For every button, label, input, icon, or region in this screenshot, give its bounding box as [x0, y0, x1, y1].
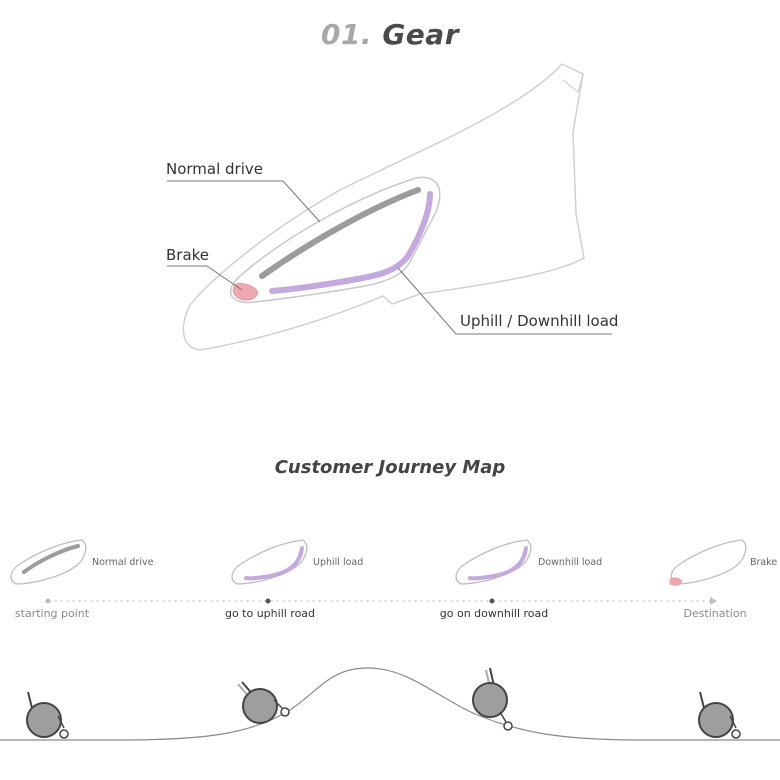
journey-map-title: Customer Journey Map: [274, 457, 506, 478]
state-label-uphill: Uphill load: [313, 557, 364, 568]
normal-drive-label: Normal drive: [166, 160, 264, 178]
timeline-dot-downhill: [489, 598, 495, 604]
road-profile: [0, 667, 780, 741]
normal-drive-leader: [167, 180, 321, 223]
brake-leader: [167, 265, 243, 291]
brake-label: Brake: [166, 246, 210, 264]
state-label-downhill: Downhill load: [538, 557, 603, 568]
stage-label-start: starting point: [14, 607, 90, 620]
wheelchair-icon-downhill: [472, 667, 513, 731]
uphill-downhill-leader: [397, 267, 612, 335]
handle-shell-inner-edge: [562, 73, 584, 94]
state-label-brake: Brake: [750, 557, 778, 568]
title-number: 01.: [320, 18, 373, 51]
mini-gear-uphill: [231, 539, 308, 585]
stage-label-downhill: go on downhill road: [439, 607, 549, 620]
mini-gear-downhill: [455, 539, 532, 585]
stage-label-uphill: go to uphill road: [224, 607, 316, 620]
normal-drive-bar: [259, 187, 421, 279]
wheelchair-icon-start: [26, 691, 69, 739]
load-bar: [269, 191, 433, 294]
timeline-dot-uphill: [265, 598, 271, 604]
timeline-dot-start: [45, 598, 51, 604]
title-word: Gear: [382, 18, 460, 51]
mini-gear-brake: [669, 539, 747, 586]
stage-label-destination: Destination: [683, 607, 747, 620]
wheelchair-icon-destination: [698, 691, 741, 739]
page-title: 01. Gear: [0, 18, 780, 51]
timeline-arrow-icon: [710, 597, 717, 605]
handle-shell-outline: [182, 63, 585, 351]
gear-slot-outline: [229, 176, 441, 304]
uphill-downhill-label: Uphill / Downhill load: [460, 312, 619, 330]
brake-pad: [232, 283, 259, 301]
state-label-normal: Normal drive: [92, 557, 154, 568]
wheelchair-icon-uphill: [237, 681, 290, 724]
mini-gear-normal: [10, 539, 87, 585]
